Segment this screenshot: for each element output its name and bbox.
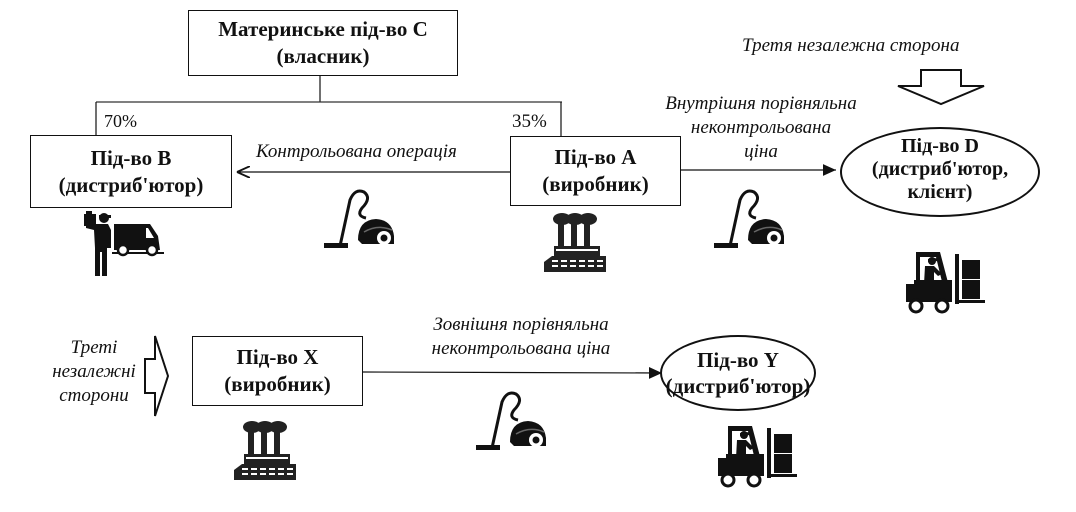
company-b-name: Під-во В [90,145,172,170]
company-b-role: (дистриб'ютор) [58,172,204,197]
company-d-ellipse: Під-во D (дистриб'ютор, клієнт) [840,127,1040,217]
vacuum-cleaner-icon [476,391,546,450]
internal-price-line1: Внутрішня порівняльна [665,93,857,114]
company-y-ellipse: Під-во Y (дистриб'ютор) [660,335,816,411]
delivery-truck-icon [84,211,164,276]
vacuum-cleaner-icon [714,189,784,248]
parent-company-c-box: Материнське під-во С (власник) [188,10,458,76]
parent-company-role: (власник) [276,44,370,68]
company-d-role: (дистриб'ютор, [871,157,1009,180]
internal-price-label: Внутрішня порівняльна неконтрольована ці… [655,92,867,164]
forklift-icon [718,426,797,488]
company-b-box: Під-во В (дистриб'ютор) [30,135,232,208]
factory-icon [544,213,606,272]
internal-price-line3: ціна [744,141,778,162]
forklift-icon [906,252,985,314]
external-price-line2: неконтрольована ціна [431,338,611,359]
third-parties-line3: сторони [59,385,129,406]
company-x-box: Під-во Х (виробник) [192,336,363,406]
company-x-role: (виробник) [224,372,331,396]
company-y-name: Під-во Y [697,348,779,372]
parent-company-name: Материнське під-во С [218,17,428,41]
external-price-label: Зовнішня порівняльна неконтрольована цін… [418,313,624,361]
ownership-share-b: 70% [104,111,137,131]
external-price-arrow [362,366,663,379]
third-parties-right-arrow [144,335,170,417]
third-party-label: Третя незалежна сторона [742,35,960,56]
company-y-role: (дистриб'ютор) [665,374,811,398]
company-d-name: Під-во D [901,134,979,157]
factory-icon [234,421,296,480]
company-x-name: Під-во Х [236,345,319,369]
company-a-name: Під-во А [554,145,637,169]
vacuum-cleaner-icon [324,189,394,248]
third-parties-line1: Треті [70,337,118,358]
company-a-box: Під-во А (виробник) [510,136,681,206]
third-parties-line2: незалежні [52,361,136,382]
company-d-role-cont: клієнт) [907,180,973,203]
ownership-share-a: 35% [512,111,547,132]
internal-price-line2: неконтрольована [690,117,832,138]
controlled-transaction-label: Контрольована операція [256,141,457,162]
external-price-line1: Зовнішня порівняльна [433,314,609,335]
third-parties-label: Треті незалежні сторони [44,336,144,408]
company-a-role: (виробник) [542,172,649,196]
third-party-down-arrow [897,69,985,106]
